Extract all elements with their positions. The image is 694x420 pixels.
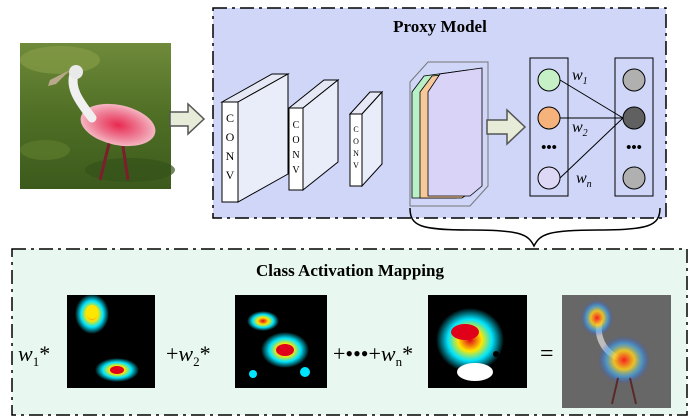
conv-letter: N	[292, 150, 299, 161]
cam-panel: Class Activation Mapping w1* +w2*	[11, 248, 688, 416]
neuron-in-n	[537, 166, 561, 190]
conv-letter: O	[226, 130, 235, 144]
fc-ellipsis-in: •••	[541, 140, 557, 156]
fc-ellipsis-out: •••	[626, 140, 642, 156]
conv-letter: O	[353, 137, 359, 146]
conv-letter: N	[353, 149, 359, 158]
weight-label-n: wn	[576, 170, 592, 190]
cam-term-1: w1*	[18, 341, 50, 369]
input-arrow	[169, 102, 206, 136]
cam-term-n: +•••+wn*	[333, 341, 413, 369]
neuron-out-1	[622, 68, 646, 92]
feature-maps	[409, 61, 489, 207]
weight-label-2: w2	[572, 119, 588, 139]
fc-layer: ••• ••• w1 w2 wn	[529, 57, 654, 197]
conv-letter: V	[353, 161, 359, 170]
heatmap-2	[235, 295, 327, 388]
heatmap-n	[428, 295, 527, 388]
fc-arrow	[486, 108, 527, 146]
cam-equals: =	[540, 341, 554, 367]
feature-brace	[409, 207, 661, 248]
heatmap-1	[67, 294, 155, 388]
neuron-out-n	[622, 166, 646, 190]
input-photo	[20, 43, 175, 189]
overlay-result	[562, 295, 671, 408]
cam-term-2: +w2*	[166, 341, 211, 369]
conv-letter: N	[226, 149, 235, 163]
conv-letter: O	[292, 135, 299, 146]
conv-letter: V	[226, 168, 235, 182]
neuron-out-2	[622, 106, 646, 130]
conv-letter: C	[226, 111, 234, 125]
neuron-in-1	[537, 68, 561, 92]
proxy-model-title: Proxy Model	[393, 17, 487, 36]
neuron-in-2	[537, 106, 561, 130]
conv-letter: C	[293, 120, 300, 131]
weight-label-1: w1	[572, 67, 588, 87]
conv-letter: V	[292, 165, 300, 176]
conv-letter: C	[353, 125, 358, 134]
cam-title: Class Activation Mapping	[256, 261, 444, 280]
